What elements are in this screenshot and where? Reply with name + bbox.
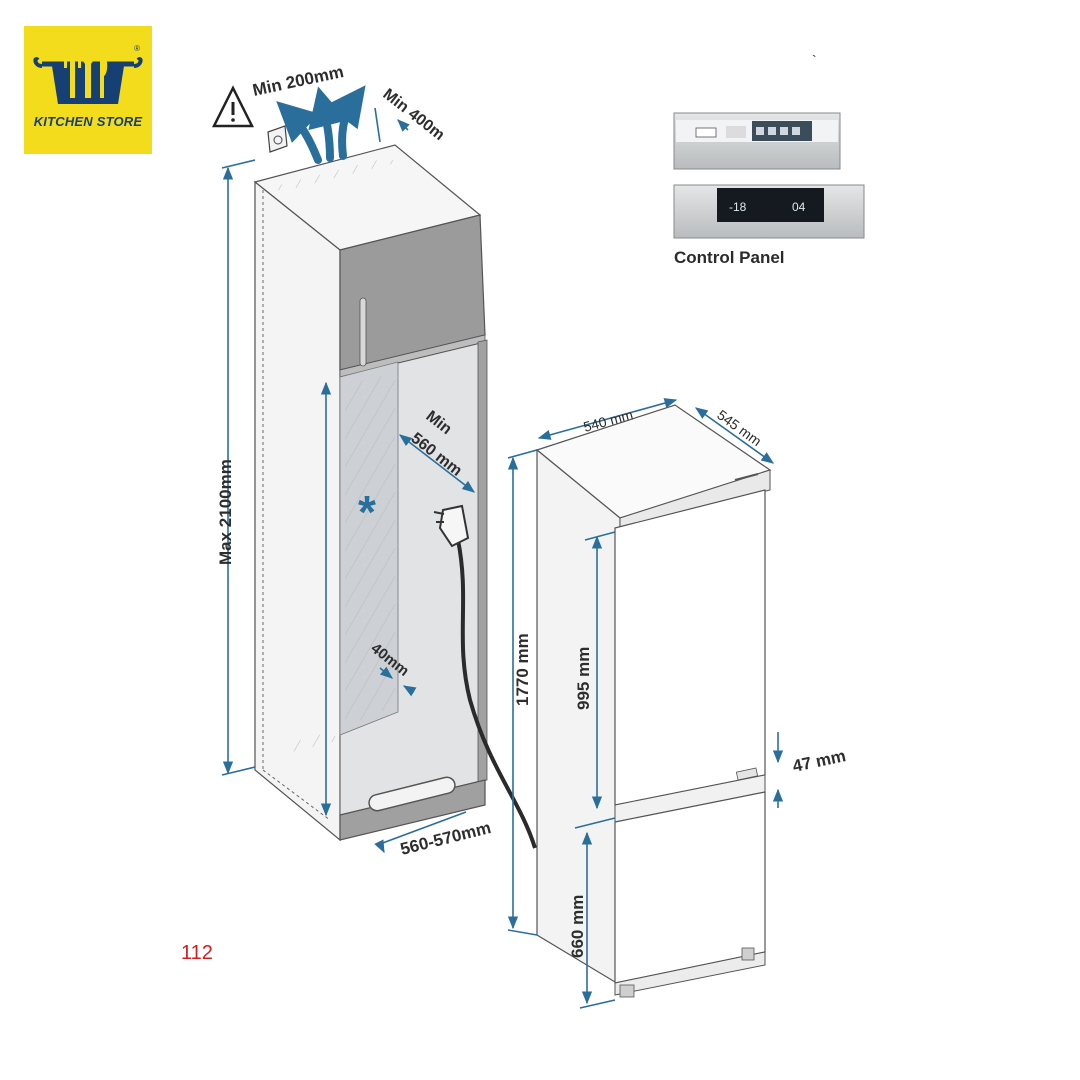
lower-door-label: 660 mm (568, 895, 587, 958)
registered-mark: ® (134, 44, 140, 53)
door-gap-label: 47 mm (791, 746, 848, 776)
warning-icon (211, 85, 255, 128)
vent-height-label: Min 200mm (251, 62, 346, 100)
niche-width-label: 560-570mm (398, 818, 492, 859)
control-panel-bottom: -18 04 (673, 184, 865, 239)
page-number: 112 (181, 942, 213, 964)
upper-door-label: 995 mm (574, 647, 593, 710)
stray-mark: ` (812, 52, 817, 68)
freezer-temp-display: -18 (729, 200, 747, 214)
airflow-arrows (276, 85, 366, 164)
control-panel-label: Control Panel (674, 248, 785, 267)
appliance-height-label: 1770 mm (513, 633, 532, 706)
fridge-temp-display: 04 (792, 200, 806, 214)
dimension-lines (221, 107, 784, 1009)
control-panel-top (673, 112, 841, 170)
pot-utensils-icon (33, 47, 143, 104)
cabinet-niche: * (253, 144, 488, 842)
brand-name: KITCHEN STORE (33, 114, 143, 129)
power-socket-icon (267, 125, 288, 153)
kitchen-store-logo: ® KITCHEN STORE (24, 26, 152, 154)
niche-height-label: Max 2100mm (216, 459, 235, 565)
asterisk-mark: * (358, 486, 376, 538)
vent-depth-label: Min 400m (380, 86, 448, 144)
